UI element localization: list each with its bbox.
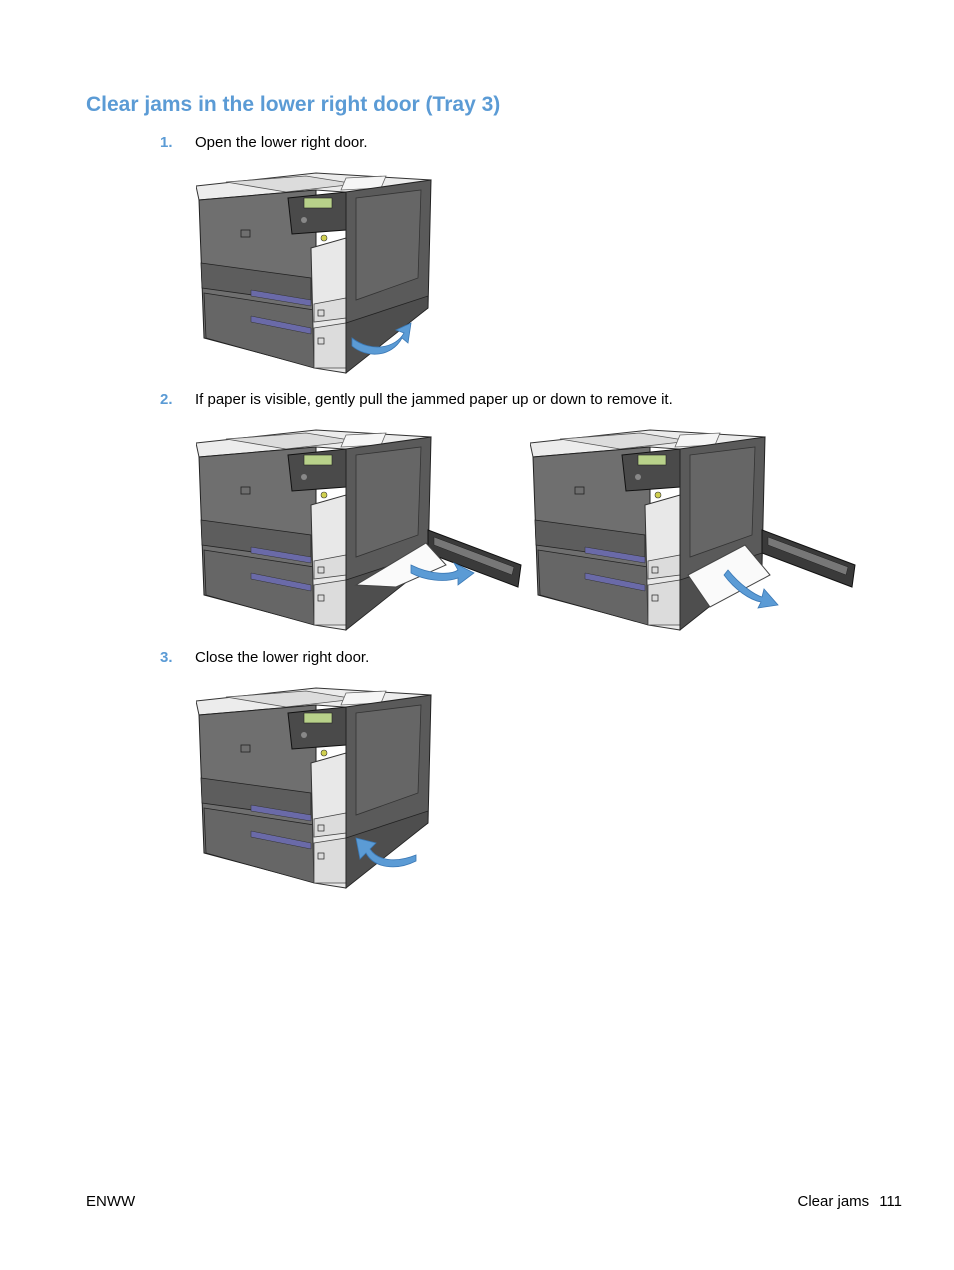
printer-paper-pull-down-illustration xyxy=(530,429,856,631)
step-text: Close the lower right door. xyxy=(195,649,370,666)
printer-paper-pull-up-illustration xyxy=(196,429,522,631)
close-arrow-icon xyxy=(355,837,417,868)
footer-right: Clear jams 111 xyxy=(798,1193,903,1210)
printer-door-open-illustration xyxy=(196,172,432,374)
step-text: If paper is visible, gently pull the jam… xyxy=(195,391,673,408)
footer-section: Clear jams xyxy=(797,1193,870,1210)
printer-door-close-illustration xyxy=(196,687,432,889)
footer-left: ENWW xyxy=(86,1193,136,1210)
step-number: 3. xyxy=(160,649,173,666)
page-title: Clear jams in the lower right door (Tray… xyxy=(86,93,501,116)
step-number: 2. xyxy=(160,391,173,408)
step-text: Open the lower right door. xyxy=(195,134,368,151)
pull-arrow-icon xyxy=(410,562,475,586)
pull-arrow-icon xyxy=(723,569,779,609)
step-number: 1. xyxy=(160,134,173,151)
page-number: 111 xyxy=(879,1193,902,1210)
open-arrow-icon xyxy=(351,322,412,355)
jammed-paper xyxy=(354,542,447,588)
